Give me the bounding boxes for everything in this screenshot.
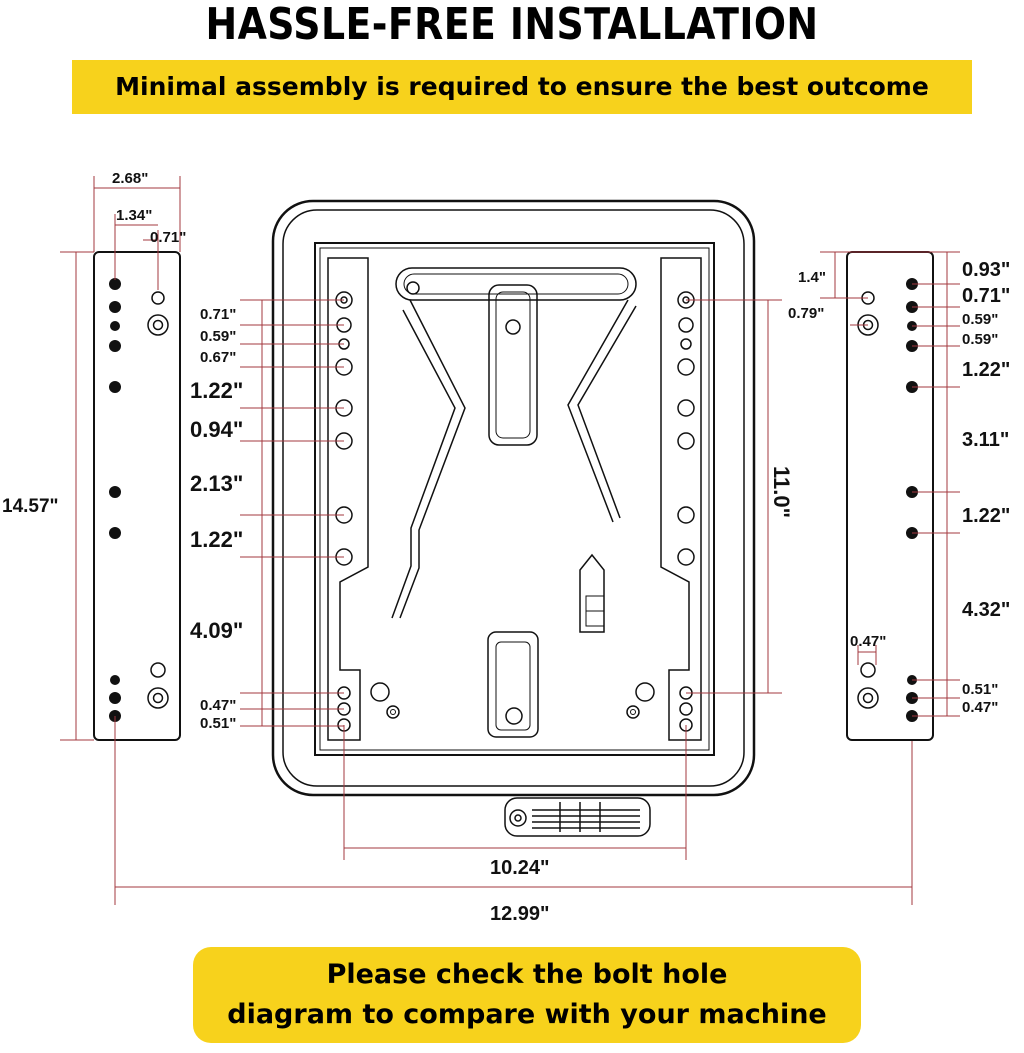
center-width: 10.24" [490,857,550,879]
note-line-1: Please check the bolt hole [326,959,728,990]
center-spacing-4: 1.22" [190,378,243,403]
center-spacing-10: 0.51" [200,715,236,732]
center-right-holes [677,291,695,732]
right-rail-right-dim-7: 1.22" [962,505,1010,527]
right-rail-right-dim-5: 1.22" [962,359,1010,381]
right-rail-right-dim-1: 0.93" [962,259,1010,281]
center-spacing-6: 2.13" [190,471,243,496]
center-dimension-lines [114,299,913,905]
subtitle-banner: Minimal assembly is required to ensure t… [72,60,972,114]
bolt-hole-note-banner: Please check the bolt hole diagram to co… [193,947,861,1043]
right-rail-left-dim-2: 0.79" [788,305,824,322]
right-rail-right-dim-8: 4.32" [962,599,1010,621]
right-rail-left-dim-3: 0.47" [850,633,886,650]
right-rail-left-dim-1: 1.4" [798,269,826,286]
center-spacing-8: 4.09" [190,618,243,643]
left-rail [93,251,181,741]
mount-plate [271,199,756,797]
right-rail-right-dim-9: 0.51" [962,681,998,698]
page-title: HASSLE-FREE INSTALLATION [205,0,819,50]
center-spacing-3: 0.67" [200,349,236,366]
center-height: 11.0" [769,466,794,518]
center-spacing-7: 1.22" [190,527,243,552]
right-rail-right-dim-2: 0.71" [962,285,1010,307]
center-left-holes [335,291,353,732]
adjust-handle [504,797,651,837]
center-spacing-5: 0.94" [190,417,243,442]
right-rail-right-dim-6: 3.11" [962,429,1009,451]
center-spacing-1: 0.71" [200,306,236,323]
right-rail-right-dim-4: 0.59" [962,331,998,348]
left-rail-width-outer: 2.68" [112,170,148,187]
left-rail-width-mid: 1.34" [116,207,152,224]
subtitle-text: Minimal assembly is required to ensure t… [115,72,929,101]
left-rail-width-inner: 0.71" [150,229,186,246]
overall-width: 12.99" [490,903,550,925]
right-rail-right-dim-3: 0.59" [962,311,998,328]
right-rail-dimensions [820,251,960,717]
left-rail-height: 14.57" [2,496,59,517]
right-rail-right-dim-10: 0.47" [962,699,998,716]
center-spacing-2: 0.59" [200,328,236,345]
left-rail-dimensions [60,176,181,741]
right-rail [846,251,934,741]
note-line-2: diagram to compare with your machine [227,999,827,1030]
center-spacing-9: 0.47" [200,697,236,714]
